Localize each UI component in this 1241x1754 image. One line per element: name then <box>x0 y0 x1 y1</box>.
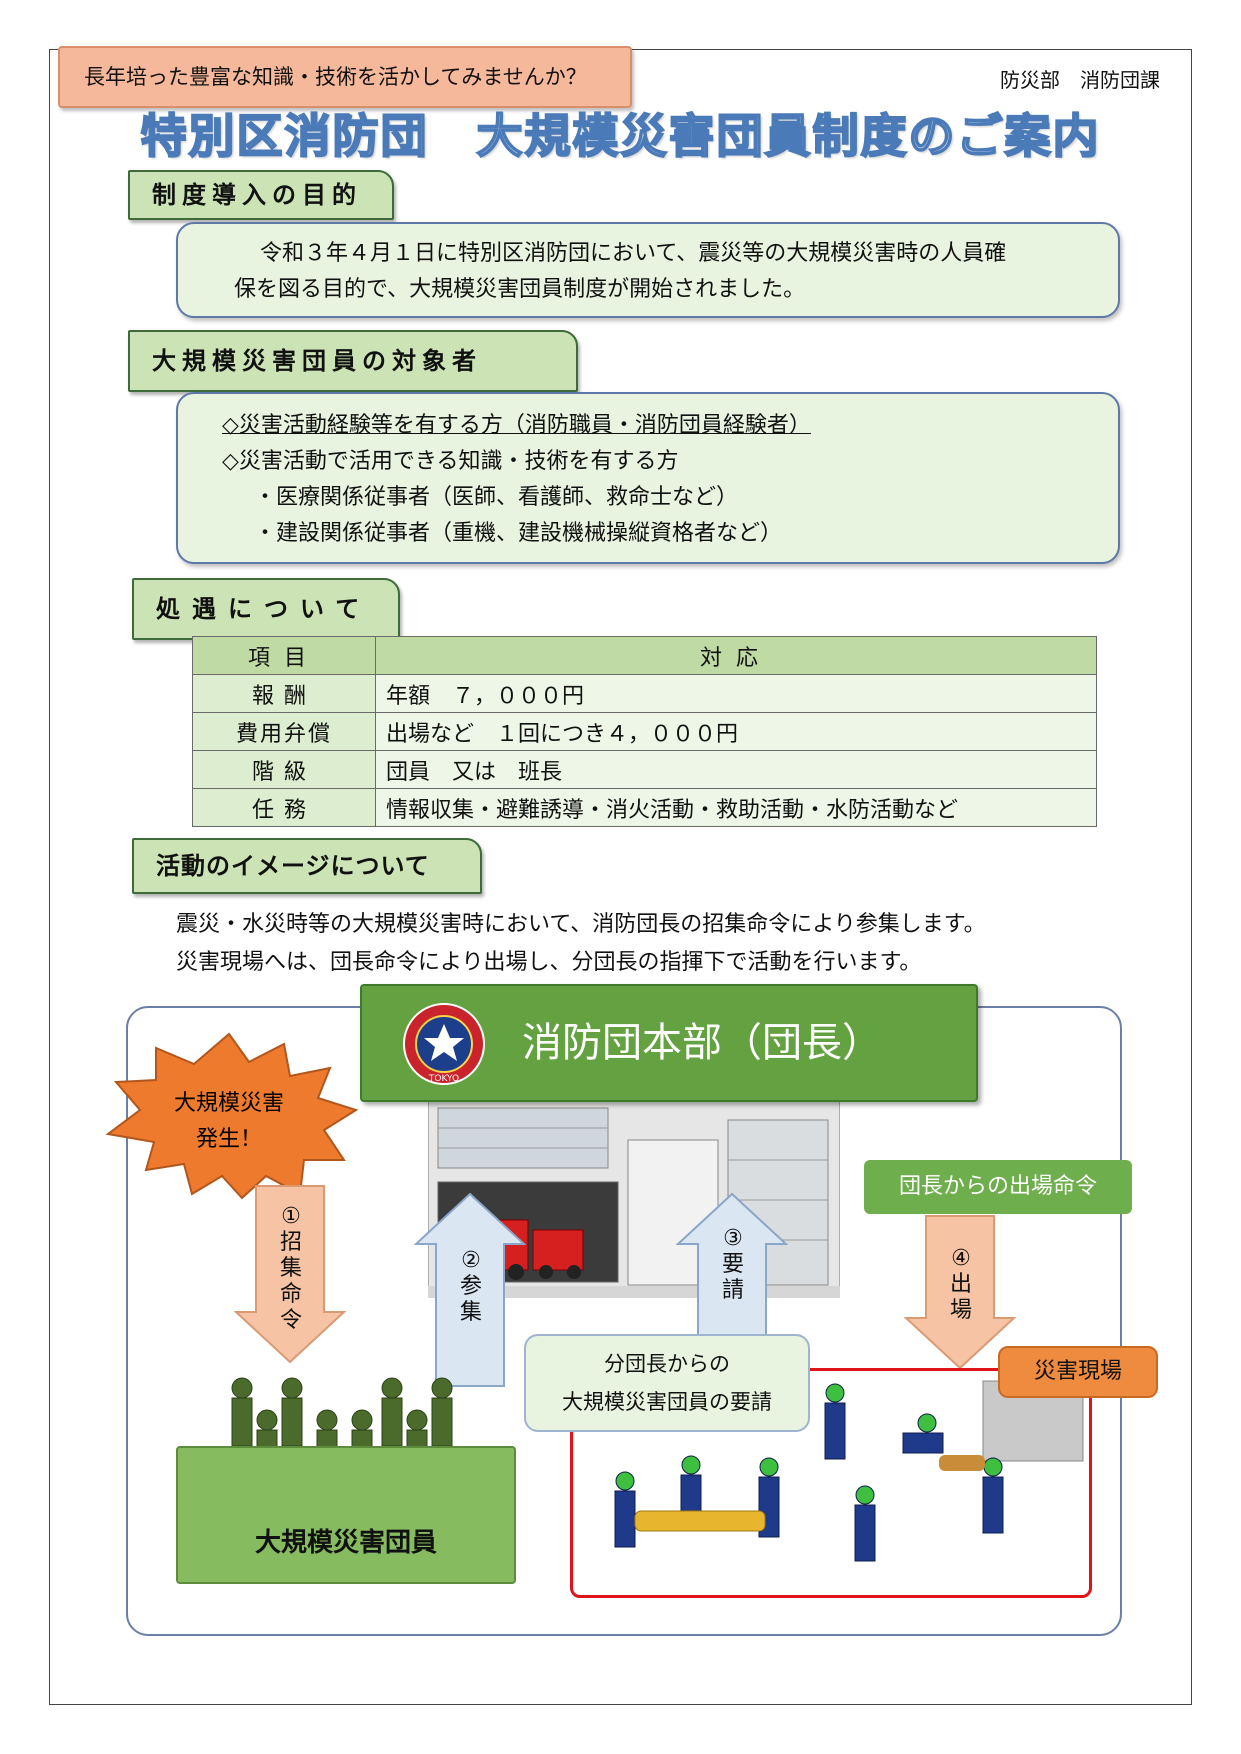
arrow-label-char: ① <box>281 1204 301 1229</box>
table-header-row: 項目 対応 <box>192 636 1097 675</box>
page-title: 特別区消防団 大規模災害団員制度のご案内 <box>140 108 1101 164</box>
treatment-heading: 処遇について <box>132 578 400 640</box>
arrow-label-char: 出 <box>949 1272 972 1297</box>
arrow-label-char: 令 <box>279 1308 302 1333</box>
arrow-label-char: 集 <box>279 1256 302 1281</box>
eligibility-subitem: ・医療関係従事者（医師、看護師、救命士など） <box>254 485 739 510</box>
purpose-box: 令和３年４月１日に特別区消防団において、震災等の大規模災害時の人員確 保を図る目… <box>176 222 1120 318</box>
purpose-line-2: 保を図る目的で、大規模災害団員制度が開始されました。 <box>234 277 806 302</box>
eligibility-item: ◇災害活動で活用できる知識・技術を有する方 <box>222 449 679 474</box>
row-value: 団員 又は 班長 <box>375 750 1097 789</box>
dispatch-order-label: 団長からの出場命令 <box>864 1160 1132 1214</box>
disaster-burst: 大規模災害 発生！ <box>105 1032 359 1200</box>
arrow-label-char: ③ <box>723 1226 743 1251</box>
row-item: 任務 <box>192 788 376 827</box>
row-item: 階級 <box>192 750 376 789</box>
eligibility-subitem: ・建設関係従事者（重機、建設機械操縦資格者など） <box>254 521 783 546</box>
arrow-label-char: ④ <box>951 1246 971 1271</box>
disaster-scene-label: 災害現場 <box>998 1346 1158 1398</box>
purpose-line-1: 令和３年４月１日に特別区消防団において、震災等の大規模災害時の人員確 <box>260 241 1007 266</box>
table-row: 報酬年額 ７，０００円 <box>192 674 1097 713</box>
disaster-line-1: 大規模災害 <box>174 1091 284 1116</box>
arrow-label-char: 要 <box>721 1252 744 1277</box>
purpose-heading: 制度導入の目的 <box>128 170 394 220</box>
arrow-down-icon <box>234 1185 346 1364</box>
header-response: 対応 <box>375 636 1097 675</box>
eligibility-box: ◇災害活動経験等を有する方（消防職員・消防団員経験者） ◇災害活動で活用できる知… <box>176 392 1120 564</box>
tagline-banner: 長年培った豊富な知識・技術を活かしてみませんか？ <box>58 46 632 108</box>
arrow-label-char: 場 <box>949 1298 972 1323</box>
request-label: 分団長からの 大規模災害団員の要請 <box>524 1334 810 1432</box>
disaster-line-2: 発生！ <box>196 1127 262 1152</box>
arrow-label-char: 参 <box>459 1274 482 1299</box>
request-line-1: 分団長からの <box>604 1352 730 1376</box>
arrow-label-char: ② <box>461 1248 481 1273</box>
activity-line-2: 災害現場へは、団長命令により出場し、分団長の指揮下で活動を行います。 <box>176 950 922 975</box>
activity-line-1: 震災・水災時等の大規模災害時において、消防団長の招集命令により参集します。 <box>176 912 986 937</box>
hq-label: 消防団本部（団長） <box>522 1020 882 1066</box>
row-value: 年額 ７，０００円 <box>375 674 1097 713</box>
disaster-scene-frame <box>570 1368 1092 1598</box>
treatment-table: 項目 対応 報酬年額 ７，０００円 費用弁償出場など １回につき４，０００円 階… <box>192 636 1097 827</box>
members-label: 大規模災害団員 <box>254 1528 437 1558</box>
table-row: 費用弁償出場など １回につき４，０００円 <box>192 712 1097 751</box>
fire-brigade-emblem-icon: TOKYO <box>403 1003 485 1085</box>
table-row: 階級団員 又は 班長 <box>192 750 1097 789</box>
arrow-down-icon <box>904 1215 1016 1370</box>
arrow-label-char: 請 <box>721 1278 744 1303</box>
row-value: 情報収集・避難誘導・消火活動・救助活動・水防活動など <box>375 788 1097 827</box>
department-label: 防災部 消防団課 <box>1000 68 1160 92</box>
arrow-label-char: 命 <box>279 1282 302 1307</box>
members-box: 大規模災害団員 <box>176 1446 516 1584</box>
eligibility-item: ◇災害活動経験等を有する方（消防職員・消防団員経験者） <box>222 413 811 438</box>
emblem-text: TOKYO <box>428 1074 459 1084</box>
arrow-label-char: 招 <box>279 1230 302 1255</box>
arrow-label-char: 集 <box>459 1300 482 1325</box>
header-item: 項目 <box>192 636 376 675</box>
eligibility-heading: 大規模災害団員の対象者 <box>128 330 578 392</box>
row-item: 報酬 <box>192 674 376 713</box>
table-row: 任務情報収集・避難誘導・消火活動・救助活動・水防活動など <box>192 788 1097 827</box>
request-line-2: 大規模災害団員の要請 <box>562 1390 772 1414</box>
row-value: 出場など １回につき４，０００円 <box>375 712 1097 751</box>
arrow-up-icon <box>414 1192 526 1387</box>
row-item: 費用弁償 <box>192 712 376 751</box>
activity-heading: 活動のイメージについて <box>132 838 482 894</box>
hq-banner: TOKYO 消防団本部（団長） <box>360 984 978 1102</box>
